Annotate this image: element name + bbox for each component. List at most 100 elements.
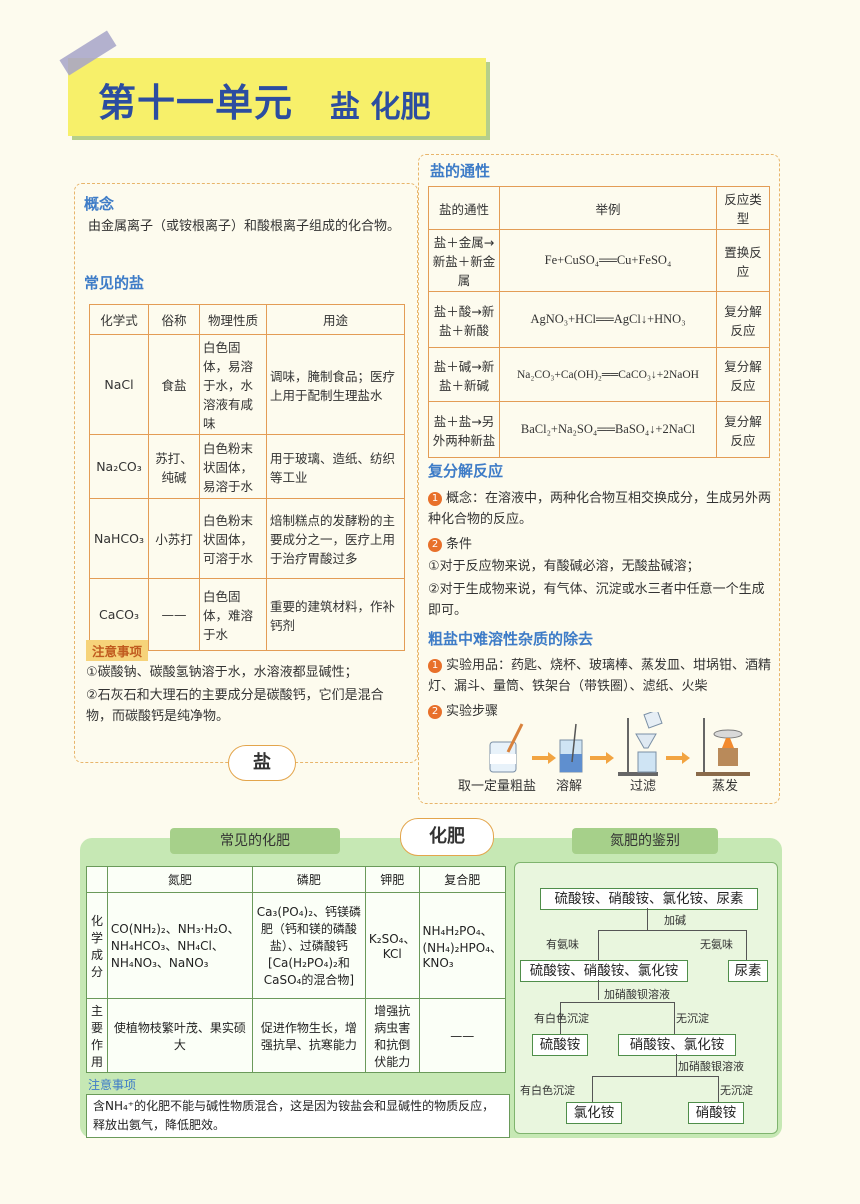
- salt-oval-label: 盐: [228, 745, 296, 781]
- table-row: 盐＋酸→新盐＋新酸 AgNO₃+HCl══AgCl↓+HNO₃ 复分解反应: [428, 291, 770, 348]
- metathesis-concept-text: 概念：在溶液中，两种化合物互相交换成分，生成另外两种化合物的反应。: [428, 491, 772, 527]
- row-label-function: 主要作用: [86, 998, 108, 1073]
- table-row: CaCO₃ —— 白色固体，难溶于水 重要的建筑材料，作补钙剂: [89, 578, 405, 651]
- step-4-label: 蒸发: [712, 779, 739, 794]
- cell-name: 苏打、纯碱: [148, 434, 200, 499]
- cell-potassium: 增强抗病虫害和抗倒伏能力: [364, 998, 420, 1073]
- cell-type: 置换反应: [716, 229, 770, 292]
- th-example: 举例: [499, 186, 717, 230]
- step-2-label: 溶解: [556, 779, 583, 794]
- fertilizer-note: 含NH₄⁺的化肥不能与碱性物质混合，这是因为铵盐会和显碱性的物质反应，释放出氨气…: [86, 1094, 510, 1138]
- common-salt-table: 化学式 俗称 物理性质 用途 NaCl 食盐 白色固体，易溶于水，水溶液有咸味 …: [89, 304, 405, 651]
- fertilizer-note-tag: 注意事项: [88, 1078, 137, 1092]
- th-type: 反应类型: [716, 186, 770, 230]
- th-compound: 复合肥: [418, 866, 506, 893]
- purify-items-text: 实验用品：药匙、烧杯、玻璃棒、蒸发皿、坩埚钳、酒精灯、漏斗、量筒、铁架台（带铁圈…: [428, 658, 772, 694]
- no-ppt-2-label: 无沉淀: [720, 1084, 753, 1097]
- fertilizer-oval-label: 化肥: [400, 818, 494, 856]
- ident-chloride: 氯化铵: [566, 1102, 622, 1124]
- th-name: 俗称: [148, 304, 200, 335]
- no-smell-label: 无氨味: [700, 938, 733, 951]
- cell-props: 白色粉末状固体，可溶于水: [199, 498, 267, 579]
- filter-stand-icon: [618, 712, 663, 776]
- table-row: NaHCO₃ 小苏打 白色粉末状固体，可溶于水 焙制糕点的发酵粉的主要成分之一，…: [89, 498, 405, 579]
- ident-mid: 硫酸铵、硝酸铵、氯化铵: [520, 960, 688, 982]
- cell-prop: 盐＋碱→新盐＋新碱: [428, 347, 500, 402]
- steps-label: 实验步骤: [446, 704, 499, 719]
- cell-name: ——: [148, 578, 200, 651]
- cell-name: 小苏打: [148, 498, 200, 579]
- evaporation-stand-icon: [696, 718, 750, 776]
- salt-note-1: ①碳酸钠、碳酸氢钠溶于水，水溶液都显碱性；: [86, 665, 358, 680]
- cell-use: 重要的建筑材料，作补钙剂: [266, 578, 405, 651]
- table-row: Na₂CO₃ 苏打、纯碱 白色粉末状固体，易溶于水 用于玻璃、造纸、纺织等工业: [89, 434, 405, 499]
- cell-use: 调味，腌制食品；医疗上用于配制生理盐水: [266, 334, 405, 435]
- cell-formula: NaCl: [89, 334, 149, 435]
- number-2-icon: 2: [428, 538, 442, 552]
- arrow-icon: [532, 752, 556, 764]
- add-base-label: 加碱: [664, 914, 686, 927]
- title-banner: [68, 58, 486, 136]
- th-nitrogen: 氮肥: [106, 866, 253, 893]
- metathesis-heading: 复分解反应: [428, 462, 504, 480]
- salt-note-tag: 注意事项: [86, 640, 149, 661]
- number-1-icon: 1: [428, 492, 442, 506]
- cell-formula: Na₂CO₃: [89, 434, 149, 499]
- cell-example: AgNO₃+HCl══AgCl↓+HNO₃: [499, 291, 717, 348]
- common-fertilizer-tag: 常见的化肥: [170, 828, 340, 854]
- th-use: 用途: [266, 304, 405, 335]
- cell-example: Na₂CO₃+Ca(OH)₂══CaCO₃↓+2NaOH: [499, 347, 717, 402]
- cell-nitrogen: CO(NH₂)₂、NH₃·H₂O、NH₄HCO₃、NH₄Cl、NH₄NO₃、Na…: [106, 892, 253, 999]
- table-row: 盐＋金属→新盐＋新金属 Fe+CuSO₄══Cu+FeSO₄ 置换反应: [428, 229, 770, 292]
- salt-properties-section: [418, 154, 780, 804]
- row-label-composition: 化学成分: [86, 892, 108, 999]
- arrow-icon: [666, 752, 690, 764]
- properties-table: 盐的通性 举例 反应类型 盐＋金属→新盐＋新金属 Fe+CuSO₄══Cu+Fe…: [428, 186, 770, 458]
- cell-props: 白色固体，易溶于水，水溶液有咸味: [199, 334, 267, 435]
- cell-example: Fe+CuSO₄══Cu+FeSO₄: [499, 229, 717, 292]
- cell-type: 复分解反应: [716, 401, 770, 458]
- step-1-label: 取一定量粗盐: [458, 779, 537, 794]
- add-silver-label: 加硝酸银溶液: [678, 1060, 744, 1073]
- fertilizer-table: 氮肥 磷肥 钾肥 复合肥 化学成分 CO(NH₂)₂、NH₃·H₂O、NH₄HC…: [86, 866, 506, 1073]
- cell-props: 白色固体，难溶于水: [199, 578, 267, 651]
- cell-props: 白色粉末状固体，易溶于水: [199, 434, 267, 499]
- table-row: 主要作用 使植物枝繁叶茂、果实硕大 促进作物生长，增强抗旱、抗寒能力 增强抗病虫…: [86, 998, 506, 1073]
- cell-compound: ——: [418, 998, 506, 1073]
- cell-prop: 盐＋金属→新盐＋新金属: [428, 229, 500, 292]
- cell-formula: NaHCO₃: [89, 498, 149, 579]
- concept-heading: 概念: [84, 195, 115, 213]
- table-row: 盐＋碱→新盐＋新碱 Na₂CO₃+Ca(OH)₂══CaCO₃↓+2NaOH 复…: [428, 347, 770, 402]
- table-row: 化学成分 CO(NH₂)₂、NH₃·H₂O、NH₄HCO₃、NH₄Cl、NH₄N…: [86, 892, 506, 999]
- ppt-1-label: 有白色沉淀: [534, 1012, 589, 1025]
- cell-phosphorus: 促进作物生长，增强抗旱、抗寒能力: [251, 998, 366, 1073]
- cell-prop: 盐＋盐→另外两种新盐: [428, 401, 500, 458]
- th-formula: 化学式: [89, 304, 149, 335]
- condition-a: ①对于反应物来说，有酸碱必溶，无酸盐碱溶；: [428, 559, 700, 574]
- table-row: 盐＋盐→另外两种新盐 BaCl₂+Na₂SO₄══BaSO₄↓+2NaCl 复分…: [428, 401, 770, 458]
- condition-b: ②对于生成物来说，有气体、沉淀或水三者中任意一个生成即可。: [428, 582, 765, 618]
- common-salt-heading: 常见的盐: [84, 274, 145, 292]
- step-3-label: 过滤: [630, 779, 657, 794]
- cell-name: 食盐: [148, 334, 200, 435]
- experiment-illustration: [489, 712, 750, 776]
- metathesis-condition: 2 条件: [428, 534, 472, 555]
- condition-label: 条件: [446, 537, 473, 552]
- number-1-icon: 1: [428, 659, 442, 673]
- th-phosphorus: 磷肥: [251, 866, 366, 893]
- no-ppt-1-label: 无沉淀: [676, 1012, 709, 1025]
- arrow-icon: [590, 752, 614, 764]
- ppt-2-label: 有白色沉淀: [520, 1084, 575, 1097]
- cell-type: 复分解反应: [716, 291, 770, 348]
- topic-title: 盐 化肥: [330, 90, 431, 125]
- table-row: NaCl 食盐 白色固体，易溶于水，水溶液有咸味 调味，腌制食品；医疗上用于配制…: [89, 334, 405, 435]
- salt-note-2: ②石灰石和大理石的主要成分是碳酸钙，它们是混合物，而碳酸钙是纯净物。: [86, 688, 384, 724]
- beaker-icon: [559, 723, 583, 773]
- cell-type: 复分解反应: [716, 347, 770, 402]
- ident-start: 硫酸铵、硝酸铵、氯化铵、尿素: [540, 888, 758, 910]
- th-prop: 盐的通性: [428, 186, 500, 230]
- nitrogen-ident-tag: 氮肥的鉴别: [572, 828, 718, 854]
